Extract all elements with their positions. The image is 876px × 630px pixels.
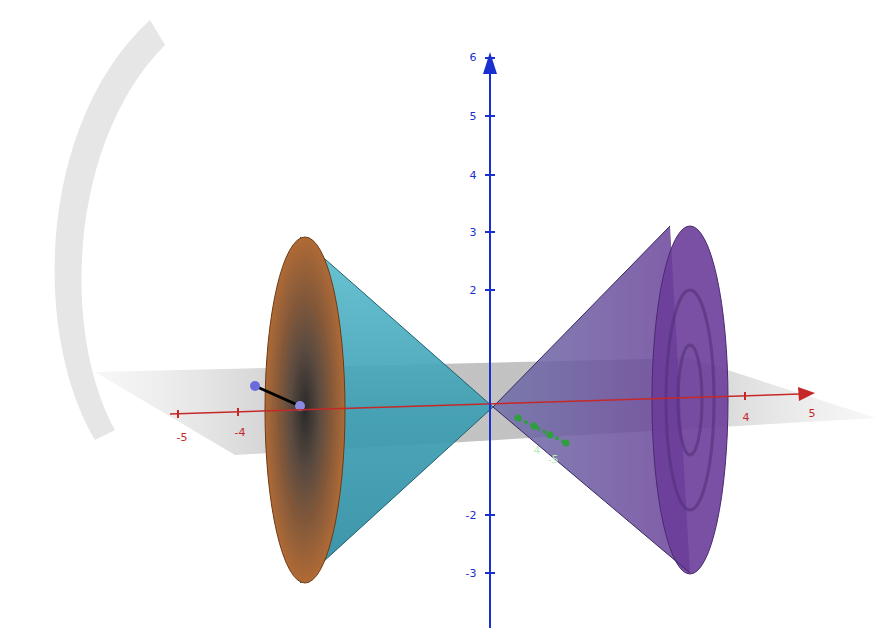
axis-tick-label: 4: [743, 412, 750, 423]
axis-tick-label: -3: [466, 568, 477, 579]
axis-tick-label: -4: [235, 427, 246, 438]
segment-label: 4: [534, 445, 541, 456]
segment-label: -5: [548, 454, 559, 465]
axis-tick-label: 5: [809, 408, 816, 419]
axis-tick-label: 6: [470, 52, 477, 63]
axis-tick-label: -2: [466, 510, 477, 521]
axis-tick-label: 5: [470, 111, 477, 122]
axis-tick-label: 3: [470, 227, 477, 238]
axis-tick-label: 4: [470, 170, 477, 181]
axis-tick-label: 2: [470, 285, 477, 296]
axis-tick-label: -5: [177, 432, 188, 443]
